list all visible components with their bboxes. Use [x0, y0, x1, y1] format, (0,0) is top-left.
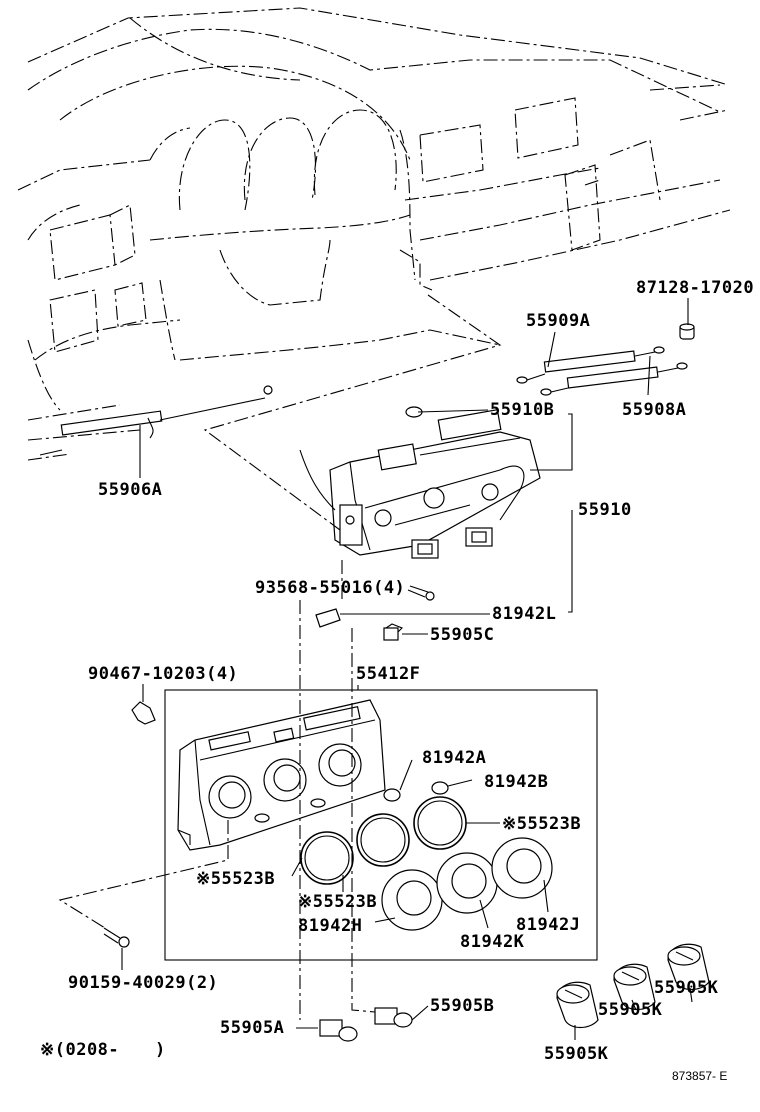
label-81942A: 81942A [422, 748, 486, 768]
label-55910B: 55910B [490, 400, 554, 420]
footnote-close-paren: ) [155, 1040, 166, 1060]
diagram-code: 873857- E [672, 1069, 727, 1083]
socket-55905C [383, 623, 403, 641]
label-55523B-right: ※55523B [502, 814, 581, 834]
label-81942B: 81942B [484, 772, 548, 792]
panel-group-frame [164, 689, 598, 961]
label-87128-17020: 87128-17020 [636, 278, 754, 298]
label-90467-10203: 90467-10203(4) [88, 664, 238, 684]
label-81942L: 81942L [492, 604, 556, 624]
dial-plates [381, 837, 553, 931]
label-55523B-left: ※55523B [196, 869, 275, 889]
label-55910: 55910 [578, 500, 632, 520]
label-81942J: 81942J [516, 915, 580, 935]
label-55905C: 55905C [430, 625, 494, 645]
cable-55909A [516, 346, 665, 384]
dashboard-outline-icon [17, 7, 731, 461]
screw-93568 [407, 585, 435, 601]
cable-55908A [540, 362, 688, 396]
label-55905A: 55905A [220, 1018, 284, 1038]
label-55909A: 55909A [526, 311, 590, 331]
cable-55906A [39, 385, 273, 456]
clip-90467 [131, 701, 156, 725]
label-81942K: 81942K [460, 932, 525, 952]
label-55523B-middle: ※55523B [298, 892, 377, 912]
clip-87128 [679, 323, 695, 340]
label-81942H: 81942H [298, 916, 362, 936]
footnote-date-range: ※(0208- [40, 1040, 119, 1060]
label-55905K-a: 55905K [544, 1044, 609, 1064]
label-55412F: 55412F [356, 664, 420, 684]
bulb-81942L [315, 608, 341, 628]
label-90159-40029: 90159-40029(2) [68, 973, 218, 993]
leader-lines [58, 294, 693, 1040]
label-55906A: 55906A [98, 480, 162, 500]
control-knob-icon [556, 943, 710, 1029]
control-panel-icon [177, 699, 386, 851]
label-55905K-c: 55905K [654, 978, 719, 998]
socket-55905B [374, 1007, 413, 1028]
bulb-81942B [431, 781, 449, 795]
screw-90159 [103, 927, 130, 948]
bulb-81942A [383, 788, 401, 802]
label-55905B: 55905B [430, 996, 494, 1016]
socket-55905A [319, 1019, 358, 1042]
label-55905K-b: 55905K [598, 1000, 663, 1020]
heater-control-assembly-icon [299, 406, 541, 559]
label-55908A: 55908A [622, 400, 686, 420]
label-93568-55016: 93568-55016(4) [255, 578, 405, 598]
